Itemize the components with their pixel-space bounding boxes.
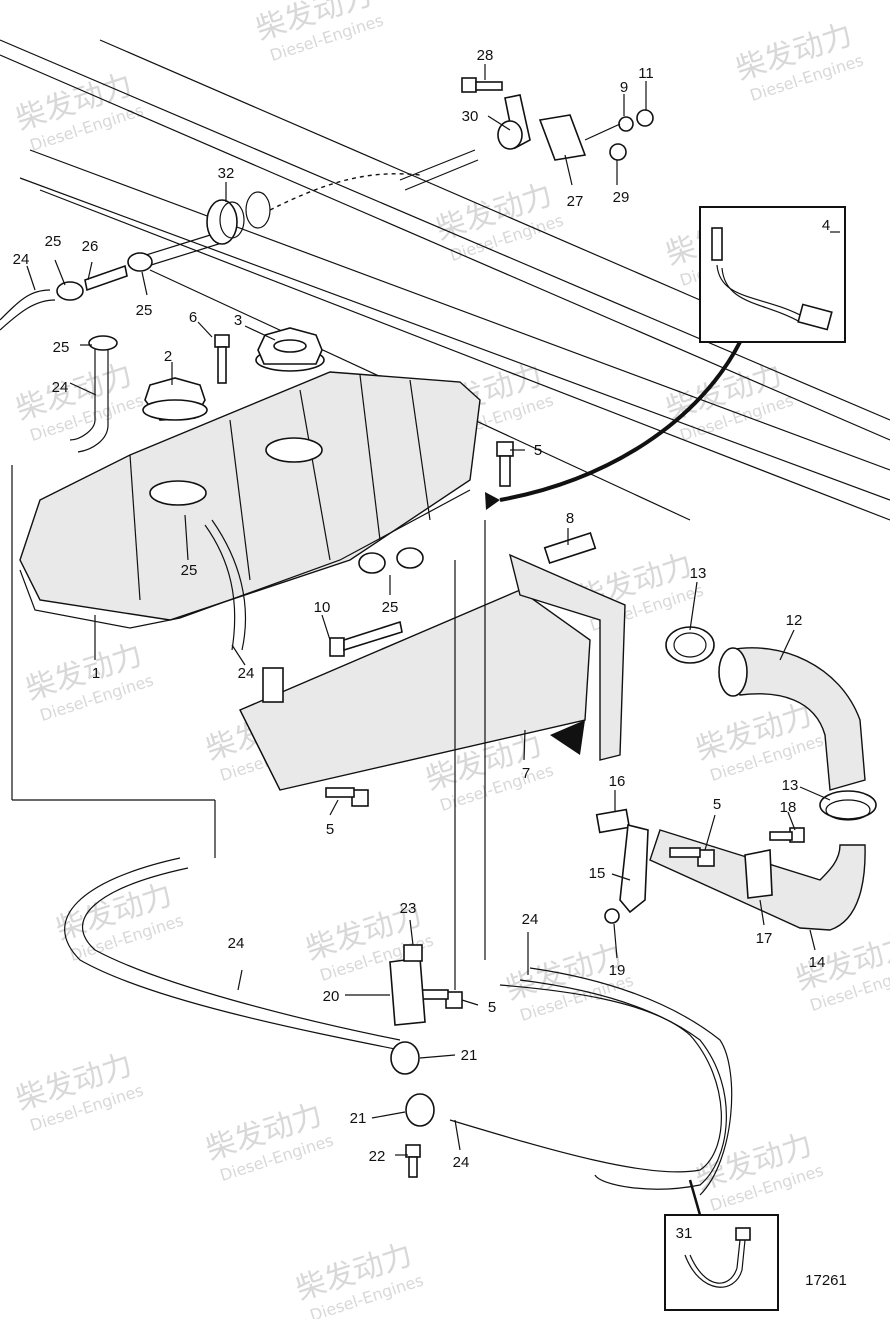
drawing-number: 17261	[805, 1272, 847, 1289]
callout-24-e: 24	[522, 911, 539, 928]
bolt-5-top	[496, 441, 514, 487]
tank-filler-neck-front	[149, 480, 207, 506]
callout-3: 3	[234, 312, 242, 329]
callout-24-c: 24	[238, 665, 255, 682]
bolt-10	[329, 620, 403, 657]
clip-21-upper	[390, 1041, 420, 1075]
callout-11: 11	[638, 65, 654, 82]
callout-23: 23	[400, 900, 417, 917]
clamps-25	[56, 252, 424, 574]
inset-cable-31	[664, 1179, 779, 1311]
tank-filler-neck-rear	[265, 437, 323, 463]
clamp-17	[744, 849, 773, 899]
callout-8: 8	[566, 510, 574, 527]
callout-15: 15	[589, 865, 606, 882]
callout-20: 20	[323, 988, 340, 1005]
clip-15	[619, 824, 649, 914]
callout-30: 30	[462, 108, 479, 125]
callout-2: 2	[164, 348, 172, 365]
callout-24-d: 24	[228, 935, 245, 952]
callout-5-c: 5	[713, 796, 721, 813]
callout-16: 16	[609, 773, 626, 790]
callout-6: 6	[189, 309, 197, 326]
callout-12: 12	[786, 612, 803, 629]
callout-25-b: 25	[136, 302, 153, 319]
callout-1: 1	[92, 665, 100, 682]
nut-19	[604, 908, 620, 924]
callout-25-a: 25	[45, 233, 62, 250]
callout-21-a: 21	[461, 1047, 478, 1064]
spacer-16	[595, 808, 631, 834]
top-bracket-group	[399, 77, 654, 191]
hoses-24	[0, 231, 733, 1196]
spacer-8	[543, 531, 597, 565]
mounting-bracket	[239, 553, 626, 791]
callout-27: 27	[567, 193, 584, 210]
callout-4: 4	[822, 217, 830, 234]
callout-18: 18	[780, 799, 797, 816]
hose-12	[718, 647, 866, 791]
callout-31: 31	[676, 1225, 693, 1242]
callout-9: 9	[620, 79, 628, 96]
callout-13-b: 13	[782, 777, 799, 794]
clamp-13-upper	[665, 626, 715, 664]
callout-5-b: 5	[326, 821, 334, 838]
bolt-18	[769, 827, 805, 843]
callout-29: 29	[613, 189, 630, 206]
callout-17: 17	[756, 930, 773, 947]
callout-24-b: 24	[52, 379, 69, 396]
callout-25-e: 25	[382, 599, 399, 616]
fitting-26	[84, 264, 128, 292]
pressure-cap-2	[142, 377, 208, 421]
expansion-tank	[19, 371, 481, 629]
bolt-5-pipe	[669, 847, 715, 867]
callout-22: 22	[369, 1148, 386, 1165]
hidden-hose-path	[269, 173, 421, 211]
clamp-13-lower	[819, 790, 877, 821]
callout-labels: 28 30 9 11 27 29 32 25 26 24 25 25 24 6 …	[13, 47, 847, 1289]
callout-32: 32	[218, 165, 235, 182]
callout-25-d: 25	[181, 562, 198, 579]
callout-5-d: 5	[488, 999, 496, 1016]
callout-5-a: 5	[534, 442, 542, 459]
bolt-5-lower	[419, 989, 463, 1009]
callout-14: 14	[809, 954, 826, 971]
bolt-23	[403, 944, 423, 962]
bushing	[262, 667, 284, 703]
callout-19: 19	[609, 962, 626, 979]
leader-lines	[11, 64, 840, 1156]
bolt-6	[214, 334, 230, 384]
callout-7: 7	[522, 765, 530, 782]
callout-26: 26	[82, 238, 99, 255]
filler-cap-3	[255, 327, 325, 372]
inset-sensor-4	[485, 206, 846, 510]
bolt-5-bracket	[325, 787, 369, 807]
callout-21-b: 21	[350, 1110, 367, 1127]
callout-13-a: 13	[690, 565, 707, 582]
callout-28: 28	[477, 47, 494, 64]
callout-10: 10	[314, 599, 331, 616]
bolt-22	[405, 1144, 421, 1178]
bracket-20	[389, 957, 426, 1026]
callout-24-f: 24	[453, 1154, 470, 1171]
clip-21-lower	[405, 1093, 435, 1127]
callout-24-a: 24	[13, 251, 30, 268]
callout-25-c: 25	[53, 339, 70, 356]
